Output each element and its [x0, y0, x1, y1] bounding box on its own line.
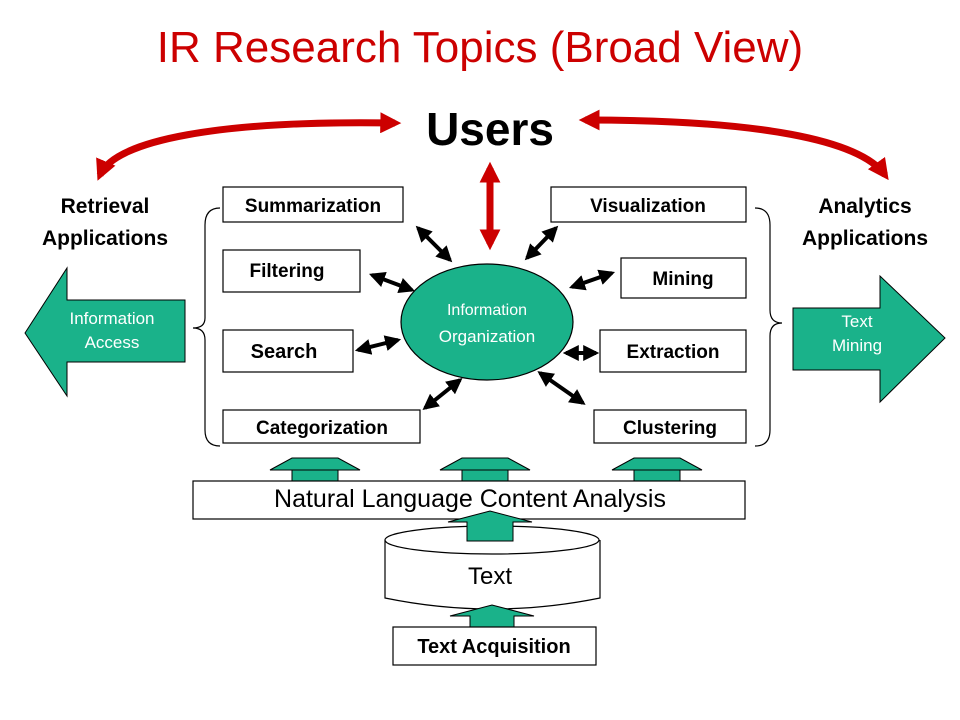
text-label: Text — [468, 563, 512, 590]
information-access-line2: Access — [85, 333, 140, 352]
text-acquisition-label: Text Acquisition — [417, 636, 570, 658]
clustering-box — [593, 409, 747, 444]
information-organization-node — [400, 263, 574, 381]
up-arrow-middle — [439, 457, 531, 471]
up-arrow-right — [611, 457, 703, 471]
information-access-line1: Information — [69, 309, 154, 328]
extraction-box — [599, 329, 747, 373]
retrieval-header-line2: Applications — [42, 227, 168, 250]
up-arrow-right-body — [633, 469, 681, 482]
information-access-arrow — [24, 266, 186, 398]
text-mining-line1: Text — [841, 312, 872, 331]
text-acquisition-box — [392, 626, 597, 666]
up-arrow-middle-body — [461, 469, 509, 482]
text-mining-line2: Mining — [832, 336, 882, 355]
up-arrow-left — [269, 457, 361, 471]
mining-label: Mining — [652, 269, 713, 290]
arrow-categorization — [422, 378, 463, 410]
nlca-label: Natural Language Content Analysis — [274, 485, 666, 513]
nlca-box — [192, 480, 746, 520]
filtering-box — [222, 249, 361, 293]
up-arrow-text-to-nlca — [447, 510, 533, 542]
extraction-label: Extraction — [627, 342, 720, 363]
categorization-box — [222, 409, 421, 444]
up-arrow-left-body — [291, 469, 339, 482]
page-title: IR Research Topics (Broad View) — [157, 23, 803, 72]
information-organization-line1: Information — [447, 302, 527, 319]
arrow-clustering — [537, 371, 586, 405]
users-label: Users — [426, 103, 554, 155]
users-right-red-arrow — [578, 109, 889, 181]
text-mining-arrow — [792, 274, 946, 404]
summarization-label: Summarization — [245, 196, 381, 217]
summarization-box — [222, 186, 404, 223]
left-brace — [192, 207, 221, 447]
arrow-visualization — [524, 225, 559, 261]
arrow-search — [354, 335, 402, 355]
users-left-red-arrow — [96, 112, 402, 181]
arrow-filtering — [369, 272, 415, 293]
search-box — [222, 329, 354, 373]
mining-box — [620, 257, 747, 299]
analytics-header-line2: Applications — [802, 227, 928, 250]
analytics-header-line1: Analytics — [818, 195, 911, 218]
arrow-mining — [568, 269, 616, 291]
categorization-label: Categorization — [256, 418, 388, 439]
clustering-label: Clustering — [623, 418, 717, 439]
visualization-box — [550, 186, 747, 223]
visualization-label: Visualization — [590, 196, 706, 217]
right-brace — [754, 207, 783, 447]
retrieval-header-line1: Retrieval — [61, 195, 150, 218]
information-organization-line2: Organization — [439, 327, 535, 346]
arrow-summarization — [415, 225, 453, 263]
search-label: Search — [251, 341, 318, 363]
filtering-label: Filtering — [250, 261, 325, 282]
